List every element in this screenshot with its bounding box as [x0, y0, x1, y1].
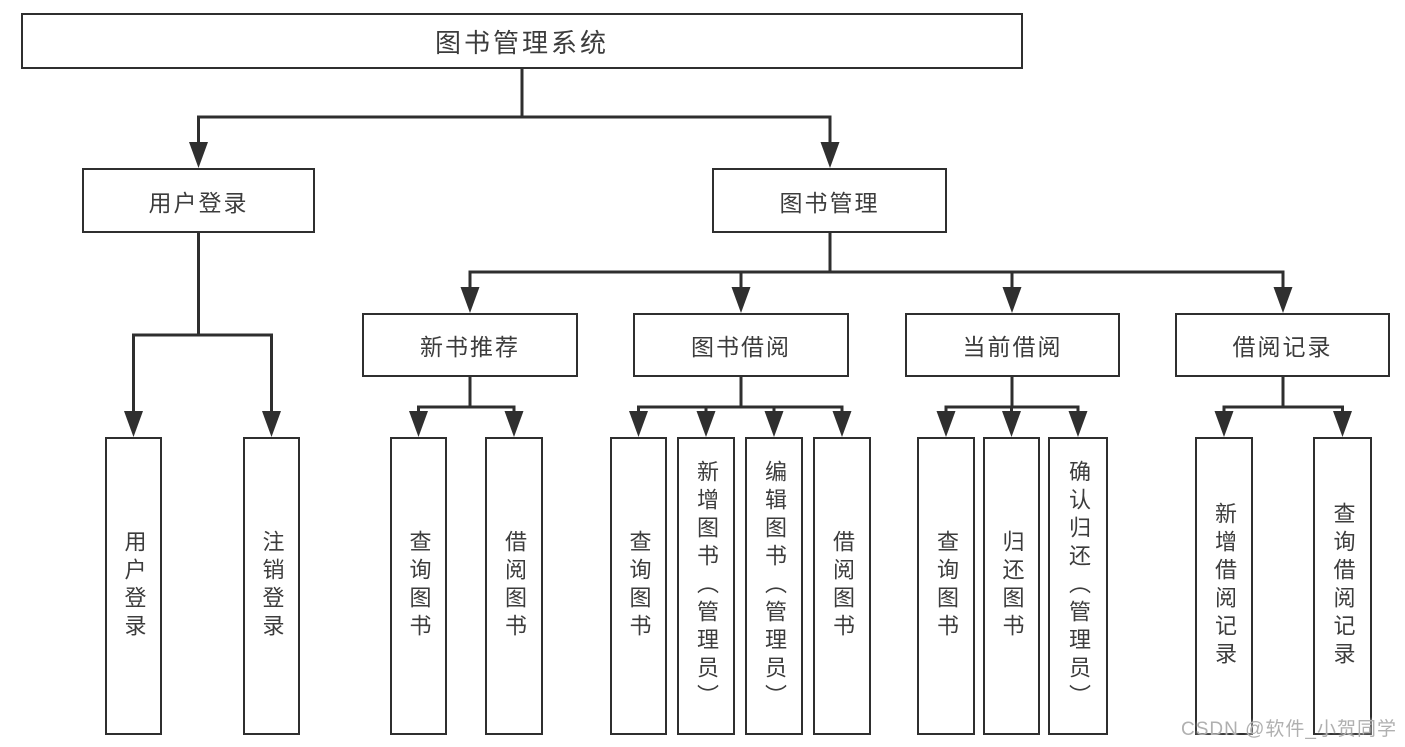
node-borrowing-records: 借阅记录	[1175, 313, 1390, 377]
node-current-borrowing: 当前借阅	[905, 313, 1120, 377]
leaf-borrow-books-recommend: 借阅图书	[485, 437, 543, 735]
leaf-label: 查询图书	[934, 530, 959, 642]
leaf-label: 新增图书（管理员）	[694, 460, 719, 712]
leaf-query-books-recommend: 查询图书	[390, 437, 447, 735]
leaf-label: 查询图书	[406, 530, 432, 642]
leaf-label: 借阅图书	[830, 530, 855, 642]
leaf-query-borrow-record: 查询借阅记录	[1313, 437, 1372, 735]
leaf-label: 归还图书	[999, 530, 1025, 642]
leaf-label: 新增借阅记录	[1212, 502, 1237, 670]
leaf-label: 查询图书	[626, 530, 652, 642]
leaf-query-books-borrowing: 查询图书	[610, 437, 667, 735]
watermark: CSDN @软件_小贺同学	[1181, 719, 1397, 740]
leaf-label: 用户登录	[121, 530, 147, 642]
leaf-query-books-current: 查询图书	[917, 437, 975, 735]
node-library-management-system: 图书管理系统	[21, 13, 1023, 69]
leaf-edit-book-admin: 编辑图书（管理员）	[745, 437, 803, 735]
leaf-label: 借阅图书	[502, 530, 527, 642]
leaf-user-login: 用户登录	[105, 437, 162, 735]
leaf-label: 查询借阅记录	[1330, 502, 1356, 670]
leaf-borrow-books: 借阅图书	[813, 437, 871, 735]
node-new-book-recommend: 新书推荐	[362, 313, 578, 377]
leaf-add-book-admin: 新增图书（管理员）	[677, 437, 735, 735]
node-user-login: 用户登录	[82, 168, 315, 233]
leaf-label: 注销登录	[259, 530, 285, 642]
leaf-return-book: 归还图书	[983, 437, 1040, 735]
node-book-borrowing: 图书借阅	[633, 313, 849, 377]
leaf-logout: 注销登录	[243, 437, 300, 735]
leaf-add-borrow-record: 新增借阅记录	[1195, 437, 1253, 735]
leaf-confirm-return-admin: 确认归还（管理员）	[1048, 437, 1108, 735]
node-book-management: 图书管理	[712, 168, 947, 233]
leaf-label: 编辑图书（管理员）	[762, 460, 787, 712]
leaf-label: 确认归还（管理员）	[1066, 460, 1091, 712]
